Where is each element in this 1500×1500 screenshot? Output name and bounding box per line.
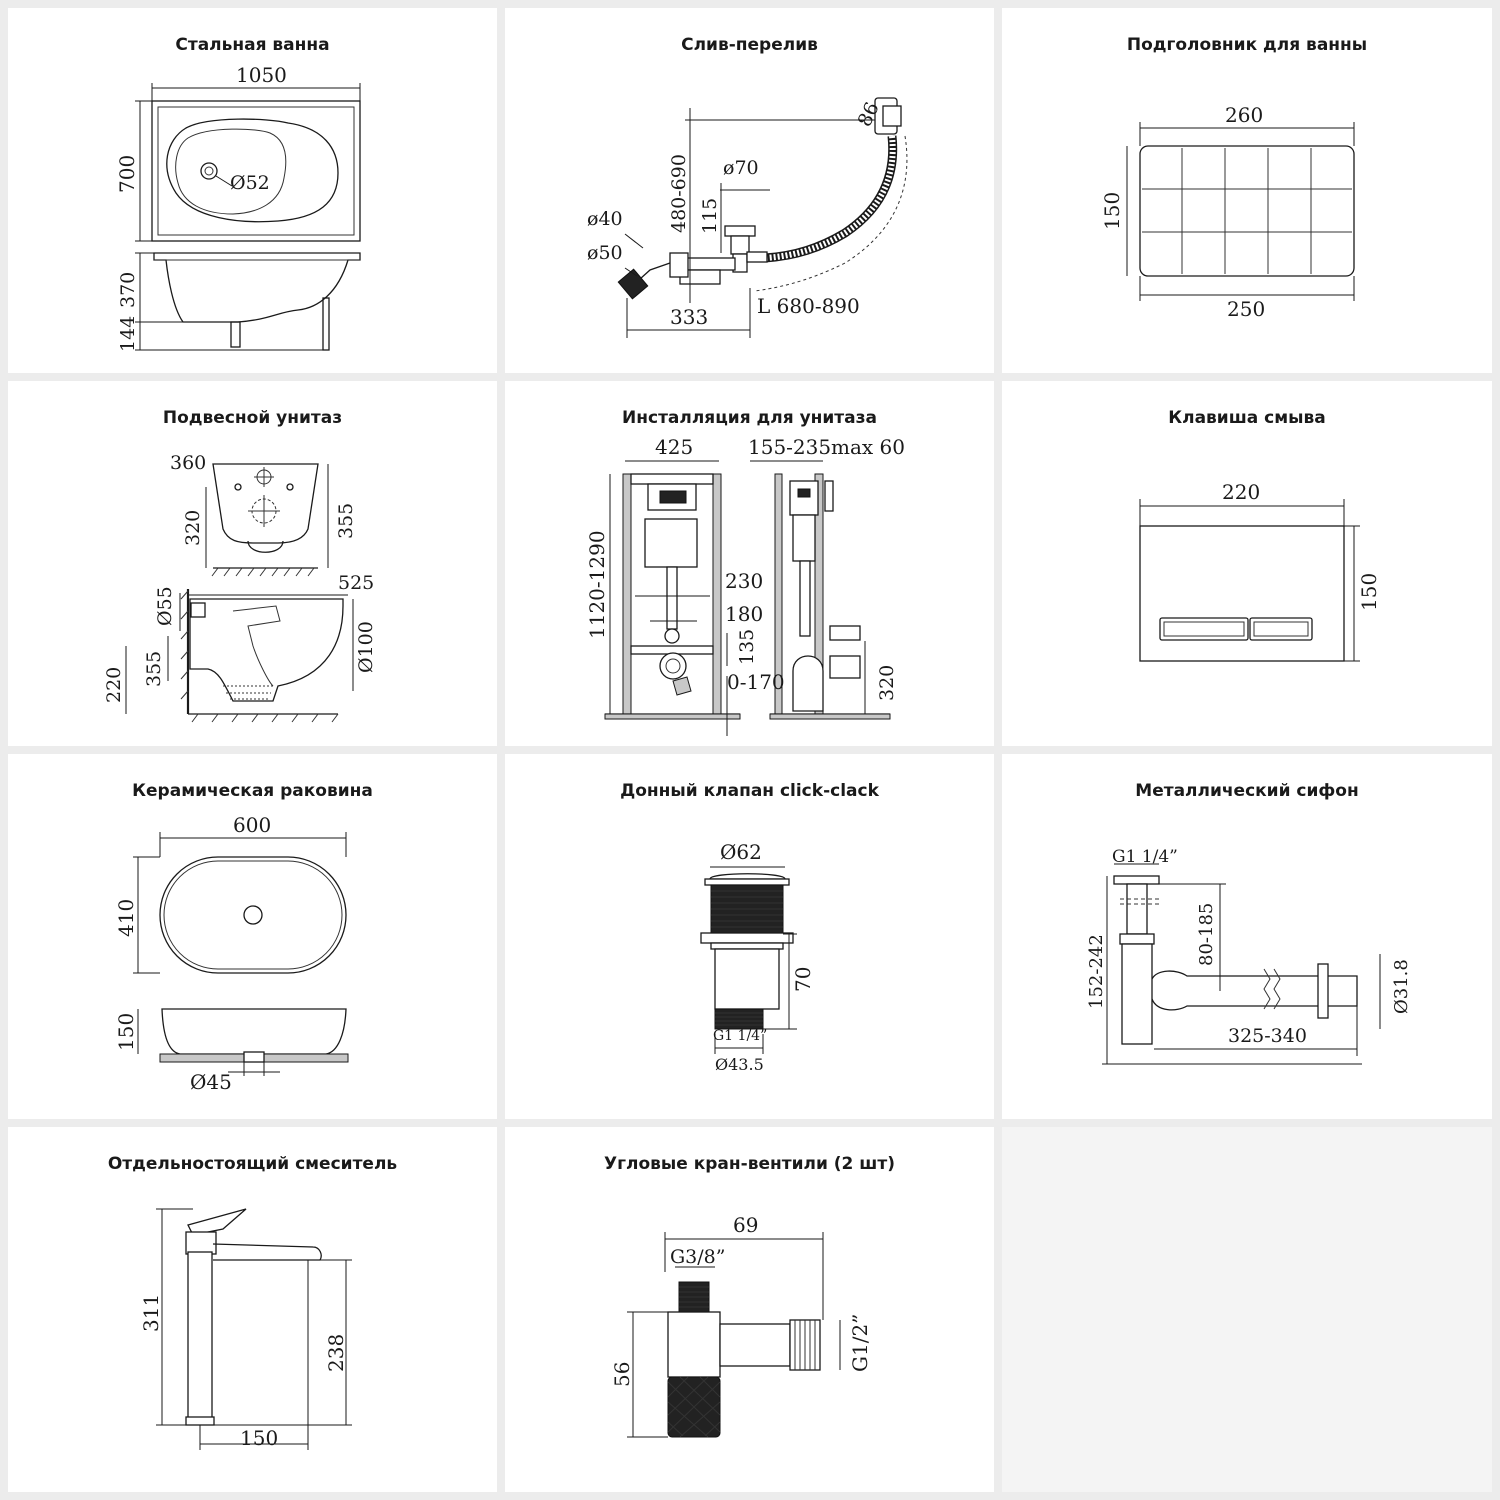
panel-title: Металлический сифон bbox=[1135, 781, 1359, 801]
metal-siphon-drawing: G1 1/4” 80-185 152-242 Ø31.8 325-340 bbox=[1086, 847, 1412, 1065]
dim-label: 238 bbox=[324, 1334, 348, 1372]
dim-label: ø50 bbox=[587, 242, 623, 264]
panel-freestanding-mixer: Отдельностоящий смеситель 311 238 150 bbox=[8, 1127, 497, 1492]
dim-label: G1 1/4” bbox=[713, 1028, 767, 1044]
freestanding-mixer-drawing: 311 238 150 bbox=[139, 1208, 352, 1450]
dim-label: G1 1/4” bbox=[1112, 847, 1178, 867]
panel-title: Угловые кран-вентили (2 шт) bbox=[604, 1154, 895, 1174]
dim-label: 370 bbox=[117, 272, 139, 308]
headrest-drawing: 260 150 250 bbox=[1100, 103, 1355, 321]
panel-title: Керамическая раковина bbox=[132, 781, 373, 801]
dim-label: 410 bbox=[114, 899, 138, 937]
dim-label: Ø62 bbox=[720, 840, 762, 864]
dim-label: 600 bbox=[233, 813, 271, 837]
steel-bath-drawing: Ø52 1050 700 370 144 bbox=[115, 63, 361, 352]
dim-label: 480-690 bbox=[668, 154, 690, 233]
dim-label: 311 bbox=[139, 1294, 163, 1332]
dim-label: 220 bbox=[1222, 480, 1260, 504]
panel-steel-bath: Стальная ванна Ø52 1050 700 bbox=[8, 8, 497, 373]
dim-label: Ø31.8 bbox=[1391, 959, 1412, 1014]
dim-label: Ø52 bbox=[230, 172, 270, 194]
dim-label: 56 bbox=[610, 1362, 634, 1387]
dim-label: Ø45 bbox=[190, 1070, 232, 1094]
dim-label: L 680-890 bbox=[757, 294, 860, 318]
dim-label: 325-340 bbox=[1228, 1025, 1307, 1047]
ceramic-washbasin-drawing: 600 410 150 Ø45 bbox=[114, 813, 349, 1094]
dim-label: 152-242 bbox=[1086, 934, 1107, 1009]
dim-label: 69 bbox=[733, 1213, 758, 1237]
dim-label: 144 bbox=[117, 316, 139, 352]
dim-label: 150 bbox=[240, 1426, 278, 1450]
dim-label: 230 bbox=[725, 569, 763, 593]
dim-label: 150 bbox=[1100, 192, 1124, 230]
dim-label: 355 bbox=[335, 503, 357, 539]
overflow-drain-drawing: 480-690 86 ø70 115 ø40 ø50 333 L 680-890 bbox=[587, 97, 908, 338]
panel-title: Подвесной унитаз bbox=[162, 408, 343, 428]
dim-label: 80-185 bbox=[1196, 903, 1217, 966]
dim-label: 220 bbox=[103, 667, 125, 703]
panel-title: Слив-перелив bbox=[681, 35, 818, 55]
dim-label: 155-235 bbox=[748, 435, 831, 459]
panel-toilet-installation: Инсталляция для унитаза bbox=[505, 381, 994, 746]
dim-label: 700 bbox=[115, 155, 139, 193]
dim-label: 180 bbox=[725, 602, 763, 626]
panel-flush-plate: Клавиша смыва 220 150 bbox=[1002, 381, 1492, 746]
dim-label: 425 bbox=[655, 435, 693, 459]
panel-title: Отдельностоящий смеситель bbox=[107, 1154, 398, 1174]
flush-plate-drawing: 220 150 bbox=[1139, 480, 1381, 662]
dim-label: 150 bbox=[1357, 573, 1381, 611]
wall-hung-toilet-drawing: 360 320 355 525 Ø100 Ø55 355 220 bbox=[103, 452, 377, 723]
dim-label: Ø43.5 bbox=[715, 1055, 764, 1074]
panel-click-clack-valve: Донный клапан click-clack Ø62 70 G1 1/4”… bbox=[505, 754, 994, 1119]
dim-label: 525 bbox=[338, 572, 374, 594]
panel-wall-hung-toilet: Подвесной унитаз 360 320 355 bbox=[8, 381, 497, 746]
panel-title: Инсталляция для унитаза bbox=[622, 408, 877, 428]
dim-label: 333 bbox=[670, 305, 708, 329]
panel-title: Стальная ванна bbox=[175, 35, 330, 55]
dim-label: 150 bbox=[114, 1013, 138, 1051]
panel-title: Донный клапан click-clack bbox=[620, 781, 879, 801]
dim-label: 320 bbox=[182, 510, 204, 546]
dim-label: max 60 bbox=[831, 435, 905, 459]
dim-label: 360 bbox=[170, 452, 206, 474]
dim-label: G1/2” bbox=[848, 1314, 872, 1372]
panel-angle-valves: Угловые кран-вентили (2 шт) 69 G3/8” 56 … bbox=[505, 1127, 994, 1492]
dim-label: Ø100 bbox=[355, 621, 377, 673]
dim-label: Ø55 bbox=[154, 586, 176, 626]
angle-valves-drawing: 69 G3/8” 56 G1/2” bbox=[610, 1213, 872, 1438]
panel-ceramic-washbasin: Керамическая раковина 600 410 150 Ø45 bbox=[8, 754, 497, 1119]
dim-label: 0-170 bbox=[727, 670, 785, 694]
dim-label: ø70 bbox=[723, 157, 759, 179]
dim-label: 355 bbox=[143, 651, 165, 687]
toilet-installation-drawing: 425 155-235 max 60 1120-1290 230 180 135… bbox=[585, 435, 905, 736]
panel-title: Клавиша смыва bbox=[1168, 408, 1326, 428]
panel-overflow-drain: Слив-перелив 480-690 86 bbox=[505, 8, 994, 373]
panel-empty bbox=[1002, 1127, 1492, 1492]
dim-label: 135 bbox=[736, 629, 758, 665]
dim-label: G3/8” bbox=[670, 1246, 725, 1268]
dim-label: 1050 bbox=[236, 63, 287, 87]
dim-label: ø40 bbox=[587, 208, 623, 230]
dim-label: 320 bbox=[876, 665, 898, 701]
panel-metal-siphon: Металлический сифон G1 1/4” 80-185 152-2… bbox=[1002, 754, 1492, 1119]
dim-label: 70 bbox=[791, 967, 815, 992]
dim-label: 115 bbox=[699, 198, 721, 234]
panel-headrest: Подголовник для ванны 260 150 250 bbox=[1002, 8, 1492, 373]
dim-label: 1120-1290 bbox=[585, 530, 609, 639]
dim-label: 250 bbox=[1227, 297, 1265, 321]
click-clack-valve-drawing: Ø62 70 G1 1/4” Ø43.5 bbox=[700, 840, 815, 1074]
panel-title: Подголовник для ванны bbox=[1126, 35, 1368, 55]
dim-label: 260 bbox=[1225, 103, 1263, 127]
